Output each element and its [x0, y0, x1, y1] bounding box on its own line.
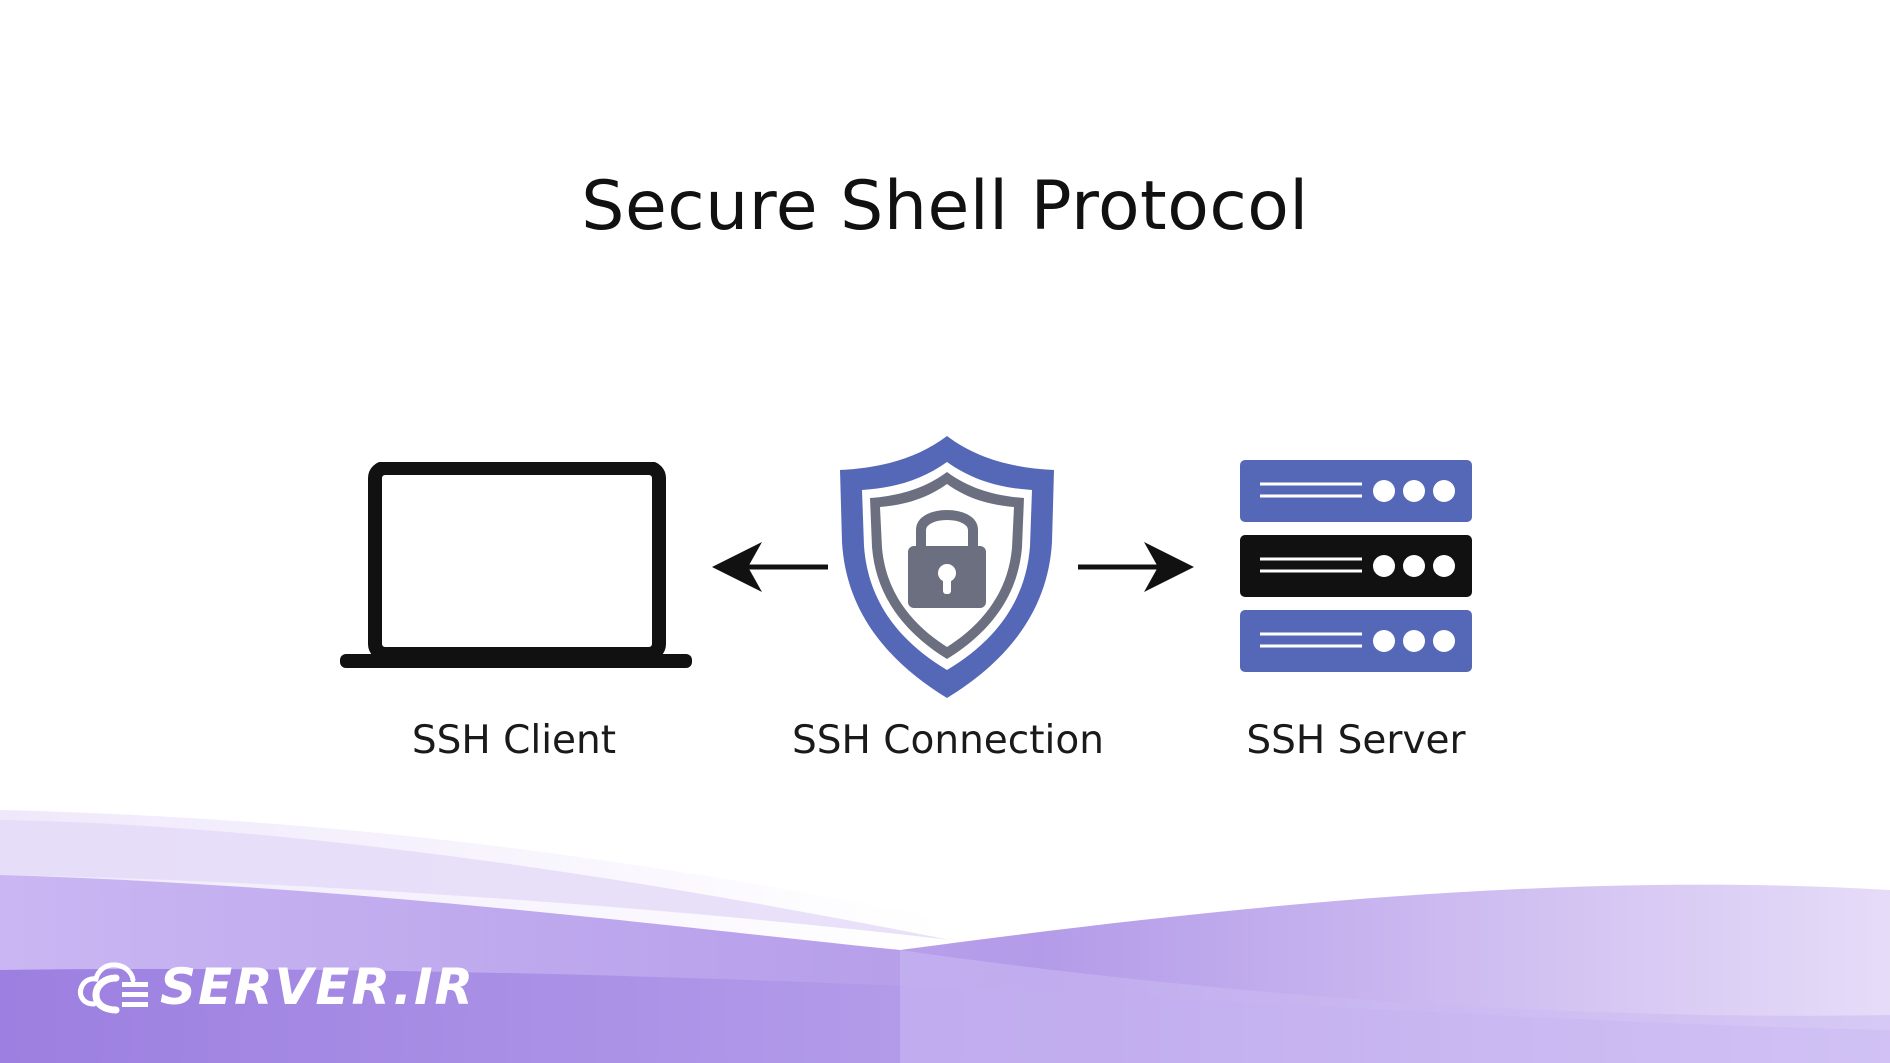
- logo-text: SERVER.IR: [160, 958, 476, 1016]
- laptop-icon: [340, 462, 692, 668]
- purple-wave-background: [0, 810, 1890, 1063]
- diagram-title: Secure Shell Protocol: [581, 167, 1309, 246]
- server-unit-top: [1240, 460, 1472, 522]
- cloud-server-logo-icon: [78, 962, 148, 1014]
- server-unit-bottom: [1240, 610, 1472, 672]
- server-unit-middle: [1240, 535, 1472, 597]
- node-label-connection: SSH Connection: [792, 718, 1104, 763]
- node-label-client: SSH Client: [411, 718, 617, 763]
- server-ir-logo: SERVER.IR: [76, 958, 475, 1016]
- node-label-server: SSH Server: [1246, 718, 1466, 763]
- server-rack-icon: [1240, 460, 1472, 672]
- shield-lock-icon: [840, 436, 1054, 698]
- arrow-to-server: [1078, 542, 1194, 592]
- arrow-to-client: [712, 542, 828, 592]
